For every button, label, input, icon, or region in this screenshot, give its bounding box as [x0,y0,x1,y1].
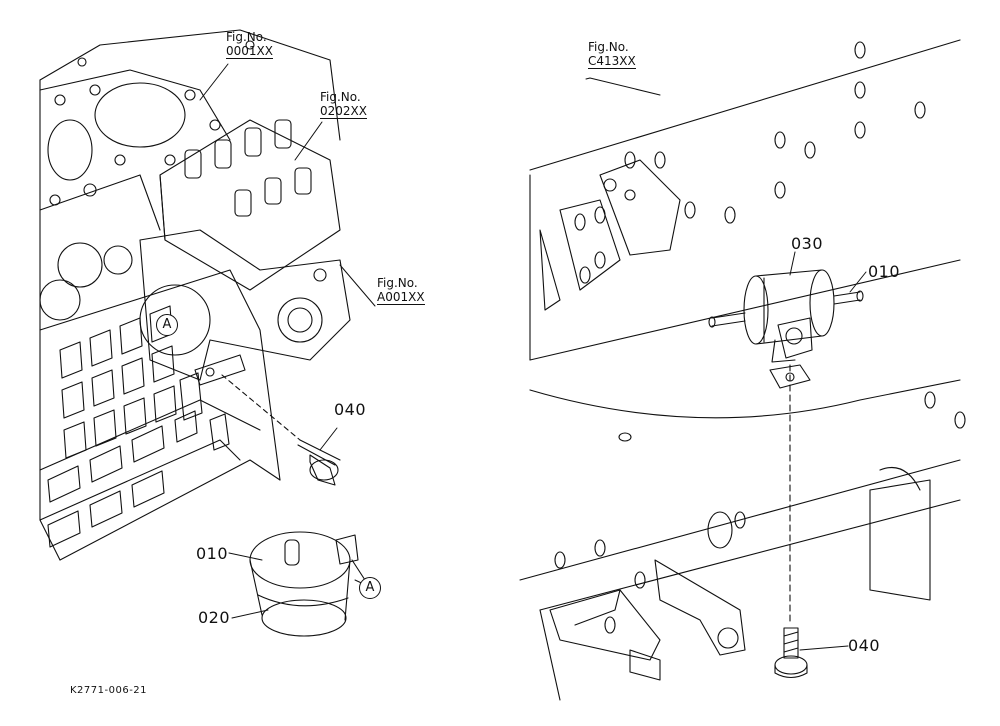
fig-ref-prefix: Fig.No. [588,40,629,54]
fuel-filter [708,269,864,363]
connector-marker-a-solenoid: A [359,577,381,599]
left-bolt-040 [221,374,341,486]
fig-ref-0202xx: Fig.No. 0202XX [320,90,367,119]
part-label-left-solenoid-top: 010 [196,544,229,563]
right-bolt-040 [774,364,808,679]
part-label-left-solenoid-bottom: 020 [198,608,231,627]
engine-block [39,29,341,561]
fig-ref-prefix: Fig.No. [377,276,418,290]
left-solenoid [249,531,366,637]
frame [519,39,966,701]
fig-ref-0001xx: Fig.No. 0001XX [226,30,273,59]
fig-ref-c413xx: Fig.No. C413XX [588,40,636,69]
part-label-right-filter: 030 [791,234,824,253]
part-label-left-bolt: 040 [334,400,367,419]
fig-ref-prefix: Fig.No. [226,30,267,44]
drawing-code: K2771-006-21 [70,685,148,696]
part-label-right-bolt: 040 [848,636,881,655]
fig-ref-number: 0001XX [226,44,273,59]
fig-ref-number: C413XX [588,54,636,69]
fig-ref-prefix: Fig.No. [320,90,361,104]
part-label-right-nipple: 010 [868,262,901,281]
connector-marker-a-pump: A [156,314,178,336]
fig-ref-number: A001XX [377,290,425,305]
leader-lines [199,63,867,651]
fig-ref-number: 0202XX [320,104,367,119]
injection-pump [139,119,351,386]
fig-ref-a001xx: Fig.No. A001XX [377,276,425,305]
